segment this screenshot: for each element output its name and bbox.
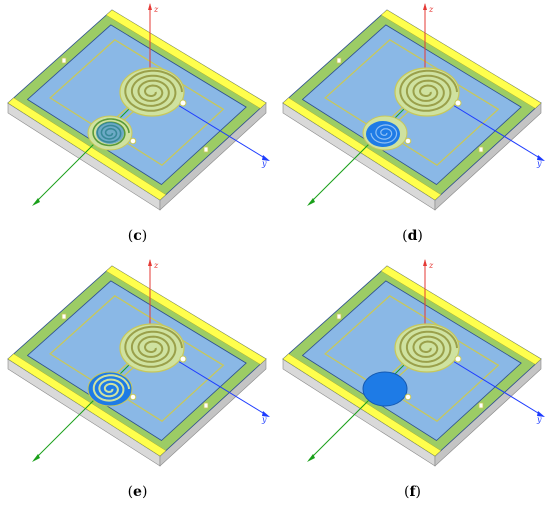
large-coil-port: [179, 355, 187, 363]
board-illustration-f: zy: [282, 259, 545, 467]
axis-y-label: y: [261, 159, 267, 168]
small-spiral-coil-icon: [370, 124, 398, 144]
yellow-strip-front: [7, 353, 167, 457]
axis-x-arrow: [32, 454, 40, 462]
large-spiral-coil-icon: [124, 69, 183, 112]
axis-y-arrow: [262, 155, 270, 161]
large-coil-port: [179, 99, 187, 107]
board-illustration-c: zy: [7, 3, 270, 211]
axis-z-label: z: [428, 5, 434, 14]
feed-gap-b: [478, 402, 484, 409]
feed-gap-a: [336, 313, 342, 320]
board-illustration-d: zy: [282, 3, 545, 211]
yellow-strip-front: [282, 353, 442, 457]
axis-y-arrow: [537, 411, 545, 417]
caption-d: (d): [402, 228, 423, 244]
axis-x-arrow: [307, 198, 315, 206]
feed-gap-a: [336, 57, 342, 64]
board-illustration-e: zy: [7, 259, 270, 467]
small-spiral-coil-icon: [92, 374, 130, 402]
caption-c: (c): [127, 228, 148, 244]
yellow-strip-back: [380, 9, 542, 109]
yellow-strip-back: [105, 9, 267, 109]
large-spiral-coil-icon: [399, 69, 458, 112]
feed-gap-b: [203, 146, 209, 153]
axis-x-arrow: [32, 198, 40, 206]
small-coil-core: [366, 121, 400, 147]
axis-y-arrow: [537, 155, 545, 161]
axis-y-arrow: [262, 411, 270, 417]
yellow-strip-front: [282, 97, 442, 201]
caption-f: (f): [404, 484, 421, 500]
axis-z-label: z: [153, 5, 159, 14]
axis-y-label: y: [261, 415, 267, 424]
caption-e: (e): [127, 484, 148, 500]
axis-x-arrow: [307, 454, 315, 462]
axis-y-label: y: [536, 415, 542, 424]
large-spiral-coil-icon: [399, 325, 458, 368]
large-coil-port: [454, 355, 462, 363]
axis-y-label: y: [536, 159, 542, 168]
axis-z-arrow: [423, 3, 427, 10]
axis-z-arrow: [148, 259, 152, 266]
small-coil-disk-icon: [362, 371, 408, 407]
axis-z-arrow: [423, 259, 427, 266]
feed-gap-a: [61, 313, 67, 320]
small-coil-core: [96, 122, 124, 144]
feed-gap-a: [61, 57, 67, 64]
feed-gap-b: [478, 146, 484, 153]
axis-z-label: z: [153, 261, 159, 270]
axis-z-arrow: [148, 3, 152, 10]
yellow-strip-front: [7, 97, 167, 201]
large-spiral-coil-icon: [124, 325, 183, 368]
axis-z-label: z: [428, 261, 434, 270]
small-coil-port: [129, 393, 137, 401]
small-coil-port: [404, 137, 412, 145]
feed-gap-b: [203, 402, 209, 409]
large-coil-port: [454, 99, 462, 107]
small-coil-port: [129, 137, 137, 145]
yellow-strip-back: [380, 265, 542, 365]
small-coil-port: [404, 393, 412, 401]
yellow-strip-back: [105, 265, 267, 365]
